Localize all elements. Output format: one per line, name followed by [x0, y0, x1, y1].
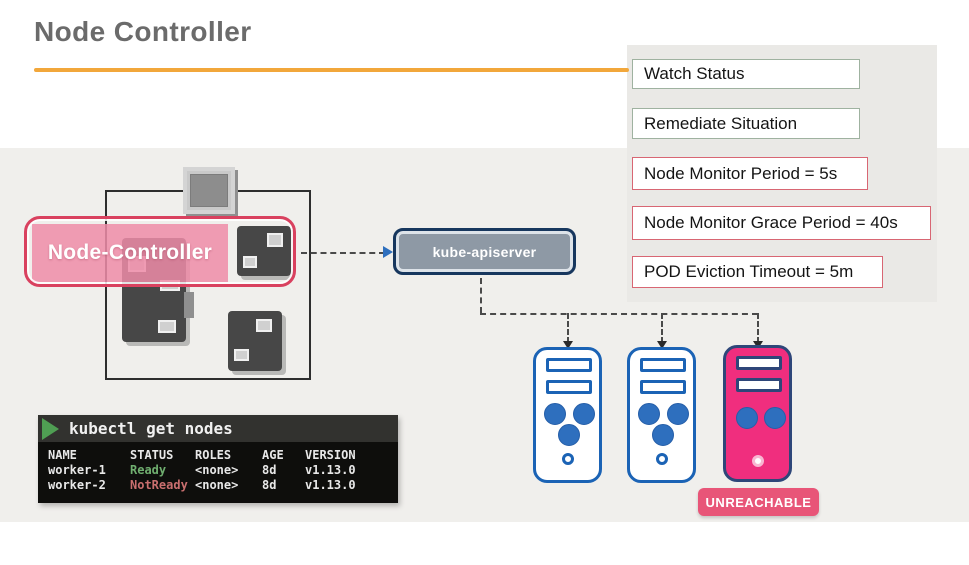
connector-drop-node2 [661, 313, 663, 343]
server-power-ring [656, 453, 668, 465]
connector-horizontal [480, 313, 758, 315]
node-controller-label: Node-Controller [47, 241, 213, 264]
server-dot [573, 403, 595, 425]
table-row: worker-2 NotReady <none> 8d v1.13.0 [48, 478, 398, 493]
node-monitor-grace-period-box: Node Monitor Grace Period = 40s [632, 206, 931, 240]
arrowhead-down-icon [563, 341, 573, 349]
unreachable-badge: UNREACHABLE [698, 488, 819, 516]
col-header-version: VERSION [305, 448, 356, 462]
unreachable-label: UNREACHABLE [705, 494, 812, 510]
server-dot [764, 407, 786, 429]
server-node-2-icon [627, 347, 696, 483]
server-node-1-icon [533, 347, 602, 483]
watch-status-box: Watch Status [632, 59, 860, 89]
remediate-situation-label: Remediate Situation [644, 113, 798, 133]
server-slot [736, 356, 782, 370]
server-power-ring [752, 455, 764, 467]
controller-chip [243, 256, 257, 268]
controller-chip [256, 319, 272, 332]
node-controller-border [24, 216, 296, 287]
remediate-situation-box: Remediate Situation [632, 108, 860, 139]
cell-status: Ready [130, 463, 167, 477]
cell-name: worker-2 [48, 478, 106, 492]
cell-age: 8d [262, 463, 277, 477]
arrowhead-right-icon [383, 246, 393, 258]
server-slot [640, 380, 686, 394]
node-controller-highlight: Node-Controller [32, 224, 228, 282]
controller-icon-tab [184, 292, 194, 318]
col-header-roles: ROLES [195, 448, 232, 462]
server-dot [667, 403, 689, 425]
monitor-screen [190, 174, 228, 207]
connector-drop-node3 [757, 313, 759, 343]
server-dot [736, 407, 758, 429]
controller-icon-right [237, 226, 291, 276]
kube-apiserver-label: kube-apiserver [432, 243, 537, 260]
col-header-status: STATUS [130, 448, 174, 462]
pod-eviction-timeout-box: POD Eviction Timeout = 5m [632, 256, 883, 288]
server-slot [640, 358, 686, 372]
col-header-age: AGE [262, 448, 284, 462]
server-node-3-unreachable-icon [723, 345, 792, 482]
cell-roles: <none> [195, 478, 239, 492]
cell-name: worker-1 [48, 463, 106, 477]
pod-eviction-timeout-label: POD Eviction Timeout = 5m [644, 262, 854, 281]
watch-status-label: Watch Status [644, 64, 745, 83]
cell-version: v1.13.0 [305, 478, 356, 492]
server-dot [544, 403, 566, 425]
cell-status: NotReady [130, 478, 188, 492]
title-underline [34, 68, 629, 72]
terminal-command: kubectl get nodes [69, 419, 233, 438]
node-monitor-period-label: Node Monitor Period = 5s [644, 163, 838, 183]
table-row: worker-1 Ready <none> 8d v1.13.0 [48, 463, 398, 478]
node-monitor-grace-period-label: Node Monitor Grace Period = 40s [644, 213, 898, 232]
controller-chip [267, 233, 283, 247]
server-slot [736, 378, 782, 392]
cell-age: 8d [262, 478, 277, 492]
connector-drop-node1 [567, 313, 569, 343]
terminal-header: kubectl get nodes [38, 415, 398, 442]
server-power-ring [562, 453, 574, 465]
server-dot [652, 424, 674, 446]
server-slot [546, 380, 592, 394]
terminal-window: kubectl get nodes NAME STATUS ROLES AGE … [38, 415, 398, 503]
server-dot [558, 424, 580, 446]
col-header-name: NAME [48, 448, 77, 462]
play-triangle-icon [42, 417, 59, 440]
server-dot [638, 403, 660, 425]
controller-chip [158, 320, 176, 333]
cell-version: v1.13.0 [305, 463, 356, 477]
table-header-row: NAME STATUS ROLES AGE VERSION [48, 448, 398, 463]
page-title: Node Controller [34, 16, 252, 47]
server-slot [546, 358, 592, 372]
connector-controller-to-apiserver [301, 252, 385, 254]
arrowhead-down-icon [657, 341, 667, 349]
kube-apiserver-box: kube-apiserver [393, 228, 576, 275]
node-monitor-period-box: Node Monitor Period = 5s [632, 157, 868, 190]
cell-roles: <none> [195, 463, 239, 477]
terminal-output: NAME STATUS ROLES AGE VERSION worker-1 R… [38, 442, 398, 503]
controller-icon-bottom [228, 311, 282, 371]
controller-chip [234, 349, 249, 361]
connector-apiserver-down [480, 278, 482, 313]
monitor-icon [183, 167, 235, 214]
